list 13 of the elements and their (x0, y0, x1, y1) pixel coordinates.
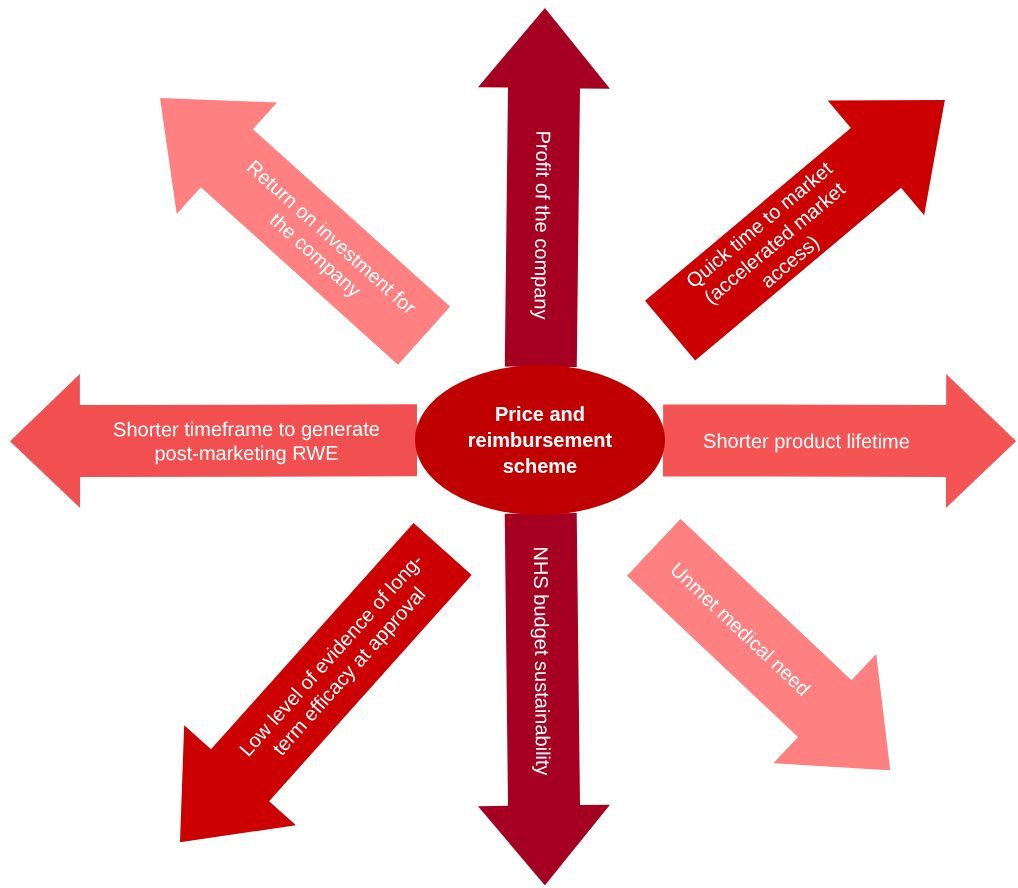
arrow-label: NHS budget sustainability (529, 546, 556, 776)
arrow-shape (10, 373, 418, 508)
arrow-label: Profit of the company (529, 130, 556, 321)
arrow-shape (645, 100, 945, 361)
center-label: Price and reimbursement scheme (466, 402, 614, 479)
arrow-shape (478, 512, 611, 885)
arrow-shape (160, 98, 451, 365)
arrow-shape (180, 522, 472, 842)
arrow-shape (662, 373, 1016, 508)
arrow-label: Shorter timeframe to generate post-marketing RWE (112, 416, 381, 465)
arrow-label: Shorter product lifetime (703, 428, 910, 453)
arrow-shape (626, 518, 890, 770)
arrow-shape (478, 8, 611, 368)
